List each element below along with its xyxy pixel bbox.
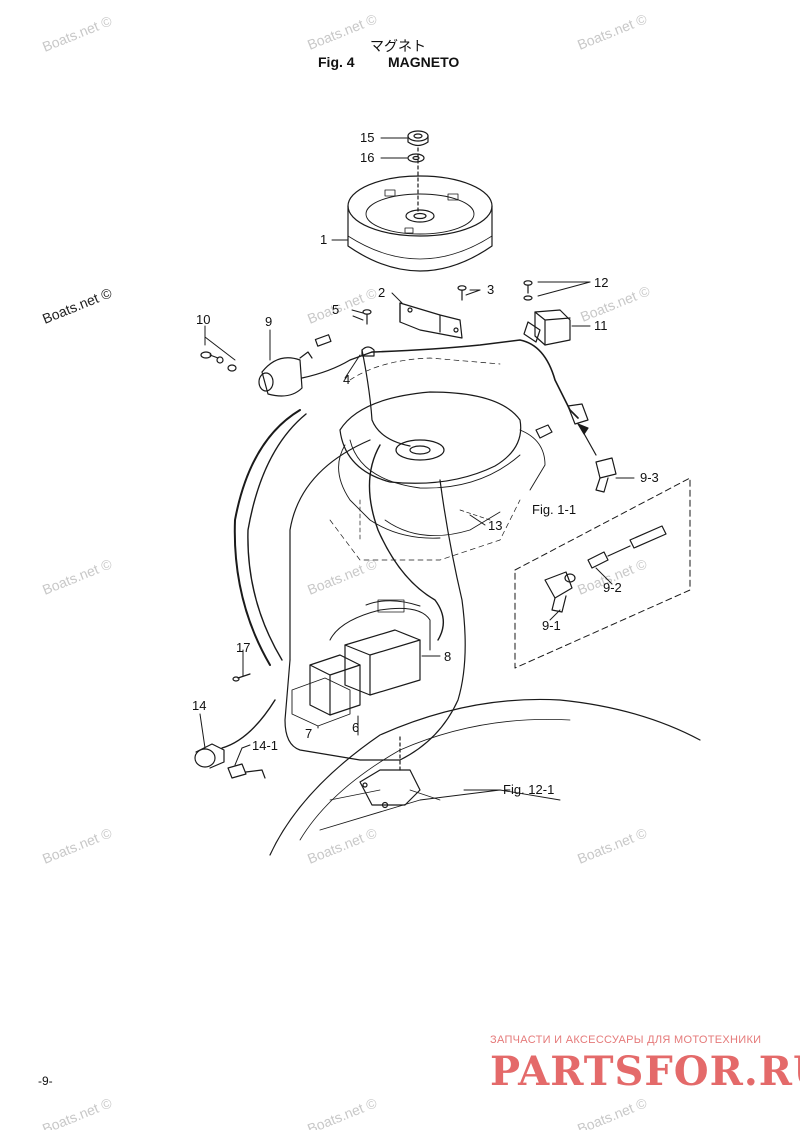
callout-15: 15 bbox=[360, 130, 375, 145]
callout-14-1: 14-1 bbox=[252, 738, 279, 753]
ignition-coil-part bbox=[258, 334, 373, 397]
stop-switch-part bbox=[194, 699, 276, 769]
stator-base-plate bbox=[338, 391, 546, 541]
callout-9-1: 9-1 bbox=[542, 618, 561, 633]
callout-7: 7 bbox=[305, 726, 313, 741]
bracket-part bbox=[309, 654, 361, 716]
lower-cowl bbox=[269, 698, 701, 856]
callout-4: 4 bbox=[343, 372, 351, 387]
reference-fig-12-1: Fig. 12-1 bbox=[503, 782, 555, 797]
screw-17 bbox=[232, 673, 251, 682]
callout-9-2: 9-2 bbox=[603, 580, 622, 595]
charge-coil-part bbox=[399, 302, 463, 339]
screw-5 bbox=[362, 309, 372, 325]
title-japanese: マグネト bbox=[370, 39, 426, 55]
figure-title: MAGNETO bbox=[388, 54, 460, 70]
callout-14: 14 bbox=[192, 698, 207, 713]
pulser-coil-part bbox=[523, 309, 571, 346]
cdi-unit-part bbox=[329, 599, 431, 696]
callout-12: 12 bbox=[594, 275, 609, 290]
plug-cap-9-1 bbox=[544, 571, 576, 613]
clamp-part bbox=[361, 346, 375, 357]
callout-1: 1 bbox=[320, 232, 328, 247]
callout-10: 10 bbox=[196, 312, 211, 327]
washer-part bbox=[407, 153, 425, 163]
page-number: -9- bbox=[38, 1074, 53, 1088]
reference-fig-1-1: Fig. 1-1 bbox=[532, 502, 577, 517]
screw-12 bbox=[523, 280, 533, 301]
figure-number: Fig. 4 bbox=[318, 54, 355, 70]
callout-2: 2 bbox=[378, 285, 386, 300]
clip-part bbox=[227, 763, 266, 779]
leader-lines bbox=[199, 137, 635, 791]
cover-part bbox=[291, 677, 351, 727]
terminal-9-2 bbox=[587, 525, 667, 569]
callout-16: 16 bbox=[360, 150, 375, 165]
callout-5: 5 bbox=[332, 302, 340, 317]
nut-part bbox=[407, 130, 429, 147]
callout-13: 13 bbox=[488, 518, 503, 533]
plug-cap-9-3 bbox=[595, 457, 617, 493]
footer-tagline: ЗАПЧАСТИ И АКСЕССУАРЫ ДЛЯ МОТОТЕХНИКИ bbox=[490, 1034, 762, 1046]
screw-set-10 bbox=[200, 351, 237, 372]
callout-3: 3 bbox=[487, 282, 495, 297]
callout-17: 17 bbox=[236, 640, 251, 655]
screw-3 bbox=[457, 285, 467, 301]
callout-8: 8 bbox=[444, 649, 452, 664]
footer-brand-logo: PARTSFOR.RU bbox=[490, 1048, 800, 1095]
callout-11: 11 bbox=[594, 318, 608, 333]
callout-9: 9 bbox=[265, 314, 273, 329]
callout-6: 6 bbox=[352, 720, 360, 735]
callout-9-3: 9-3 bbox=[640, 470, 659, 485]
flywheel-part bbox=[347, 175, 493, 272]
